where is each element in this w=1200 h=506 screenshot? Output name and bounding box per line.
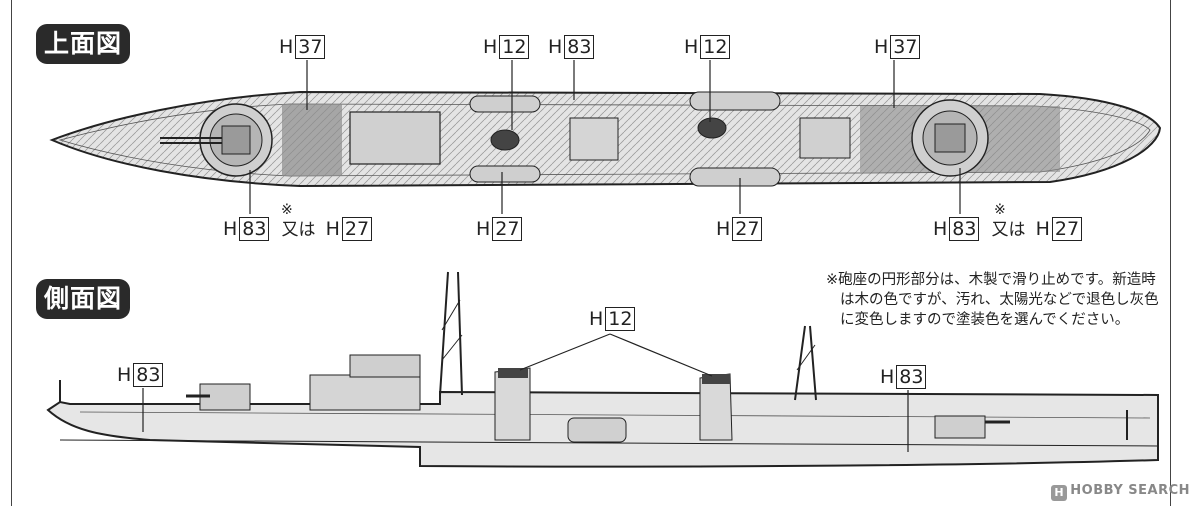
side-view-ship (46, 271, 1159, 468)
note-line-1: ※砲座の円形部分は、木製で滑り止めです。新造時 (826, 272, 1156, 288)
top-view-ship (49, 60, 1162, 214)
note-line-3: に変色しますので塗装色を選んでください。 (840, 312, 1130, 328)
top-view-title: 上面図 (36, 24, 131, 64)
right-frame-line (1170, 0, 1171, 506)
left-frame-line (11, 0, 12, 506)
note-mark-right: ※ (994, 202, 1006, 218)
note-line-2: は木の色ですが、汚れ、太陽光などで退色し灰色 (840, 292, 1159, 308)
painting-note: ※砲座の円形部分は、木製で滑り止めです。新造時 は木の色ですが、汚れ、太陽光など… (826, 270, 1176, 330)
side-view-title: 側面図 (36, 279, 131, 319)
note-mark-left: ※ (281, 202, 293, 218)
hobby-search-logo-icon: H (1051, 485, 1068, 501)
